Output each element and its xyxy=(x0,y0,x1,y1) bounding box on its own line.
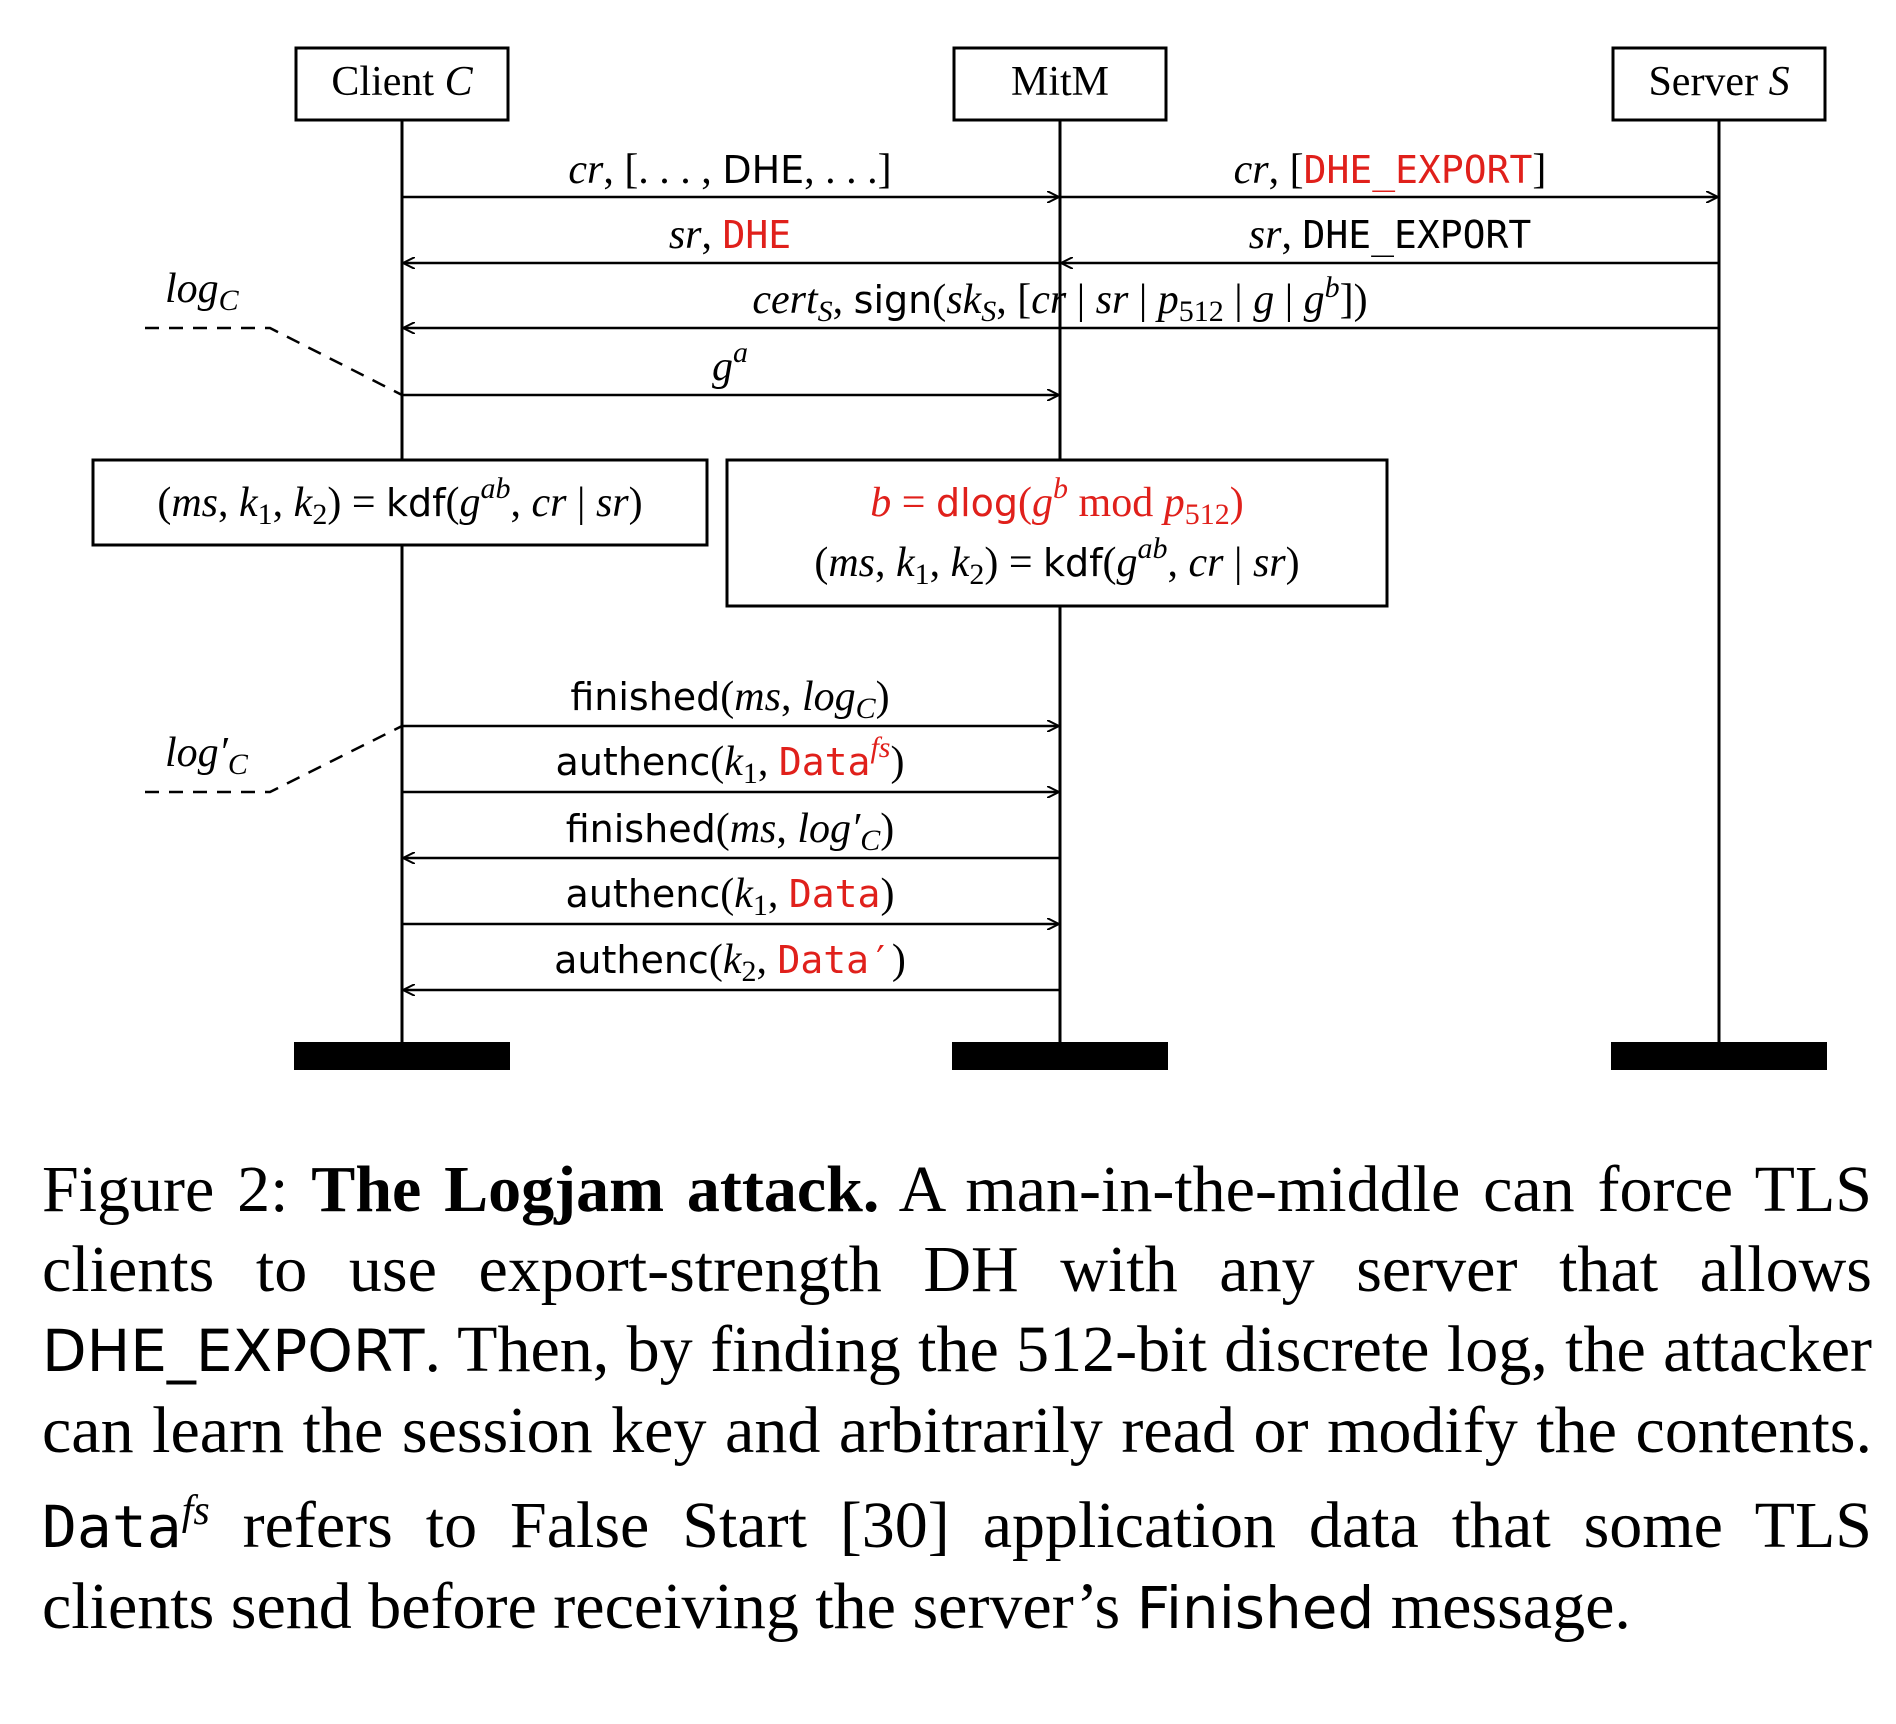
message-false-start-data-label: authenc(k1, Datafs) xyxy=(556,731,905,790)
message-server-cert-label: certS, sign(skS, [cr | sr | p512 | g | g… xyxy=(752,271,1367,328)
message-server-hello-label: sr, DHE_EXPORT xyxy=(1249,212,1531,258)
message-client-hello-modified-label: cr, [DHE_EXPORT] xyxy=(1234,147,1547,193)
participant-server-label: Server S xyxy=(1648,59,1789,105)
message-client-finished-label: finished(ms, logC) xyxy=(570,674,889,725)
participant-mitm-label: MitM xyxy=(1011,59,1109,105)
figure-caption: Figure 2: The Logjam attack. A man-in-th… xyxy=(42,1150,1872,1648)
caption-dhe-export: DHE_EXPORT xyxy=(42,1317,425,1385)
message-server-hello: sr, DHE_EXPORT xyxy=(1062,212,1719,263)
log-c-marker: logC xyxy=(145,266,403,397)
logjam-sequence-diagram: Client C MitM Server S cr, [. . . , DHE,… xyxy=(91,46,1827,1070)
caption-text-1: A man-in-the-middle can force TLS client… xyxy=(42,1153,1872,1306)
mitm-dlog-box: b = dlog(gb mod p512) (ms, k1, k2) = kdf… xyxy=(725,458,1389,608)
server-end-bar xyxy=(1611,1042,1827,1070)
participant-server: Server S xyxy=(1611,46,1827,122)
log-c-prime-label: log′C xyxy=(165,730,249,781)
log-c-label: logC xyxy=(165,266,240,317)
message-mitm-finished: finished(ms, log′C) xyxy=(404,806,1060,858)
message-client-data-label: authenc(k1, Data) xyxy=(566,871,895,922)
caption-text-2: . Then, by finding the 512-bit discrete … xyxy=(42,1313,1872,1467)
mitm-end-bar xyxy=(952,1042,1168,1070)
client-end-bar xyxy=(294,1042,510,1070)
participant-client-label: Client C xyxy=(331,59,473,105)
message-server-cert: certS, sign(skS, [cr | sr | p512 | g | g… xyxy=(404,271,1719,328)
message-mitm-data: authenc(k2, Data′) xyxy=(404,937,1060,990)
client-kdf-text: (ms, k1, k2) = kdf(gab, cr | sr) xyxy=(157,472,642,531)
caption-text-4: message. xyxy=(1374,1570,1631,1643)
participant-client: Client C xyxy=(294,46,510,122)
caption-finished: Finished xyxy=(1136,1574,1375,1642)
message-server-hello-forged-label: sr, DHE xyxy=(669,212,791,258)
message-client-finished: finished(ms, logC) xyxy=(402,674,1058,726)
message-mitm-data-label: authenc(k2, Data′) xyxy=(554,937,906,988)
participant-mitm: MitM xyxy=(952,46,1168,122)
mitm-kdf-text: (ms, k1, k2) = kdf(gab, cr | sr) xyxy=(814,532,1299,591)
caption-data: Data xyxy=(42,1493,182,1561)
log-c-prime-marker: log′C xyxy=(145,724,403,794)
message-client-hello-modified: cr, [DHE_EXPORT] xyxy=(1060,147,1717,197)
message-client-hello-label: cr, [. . . , DHE, . . .] xyxy=(568,147,891,193)
message-server-hello-forged: sr, DHE xyxy=(404,212,1060,263)
caption-fs-superscript: fs xyxy=(181,1488,210,1534)
figure-title: The Logjam attack. xyxy=(311,1153,880,1226)
message-mitm-finished-label: finished(ms, log′C) xyxy=(566,806,895,857)
figure-label: Figure 2: xyxy=(42,1153,312,1226)
message-client-key-exchange: ga xyxy=(402,336,1058,395)
message-client-hello: cr, [. . . , DHE, . . .] xyxy=(402,147,1058,197)
message-false-start-data: authenc(k1, Datafs) xyxy=(402,731,1058,792)
client-kdf-box: (ms, k1, k2) = kdf(gab, cr | sr) xyxy=(91,458,709,547)
message-client-key-exchange-label: ga xyxy=(712,336,748,390)
caption-text-3: refers to False Start [30] application d… xyxy=(42,1489,1872,1643)
message-client-data: authenc(k1, Data) xyxy=(402,871,1058,924)
